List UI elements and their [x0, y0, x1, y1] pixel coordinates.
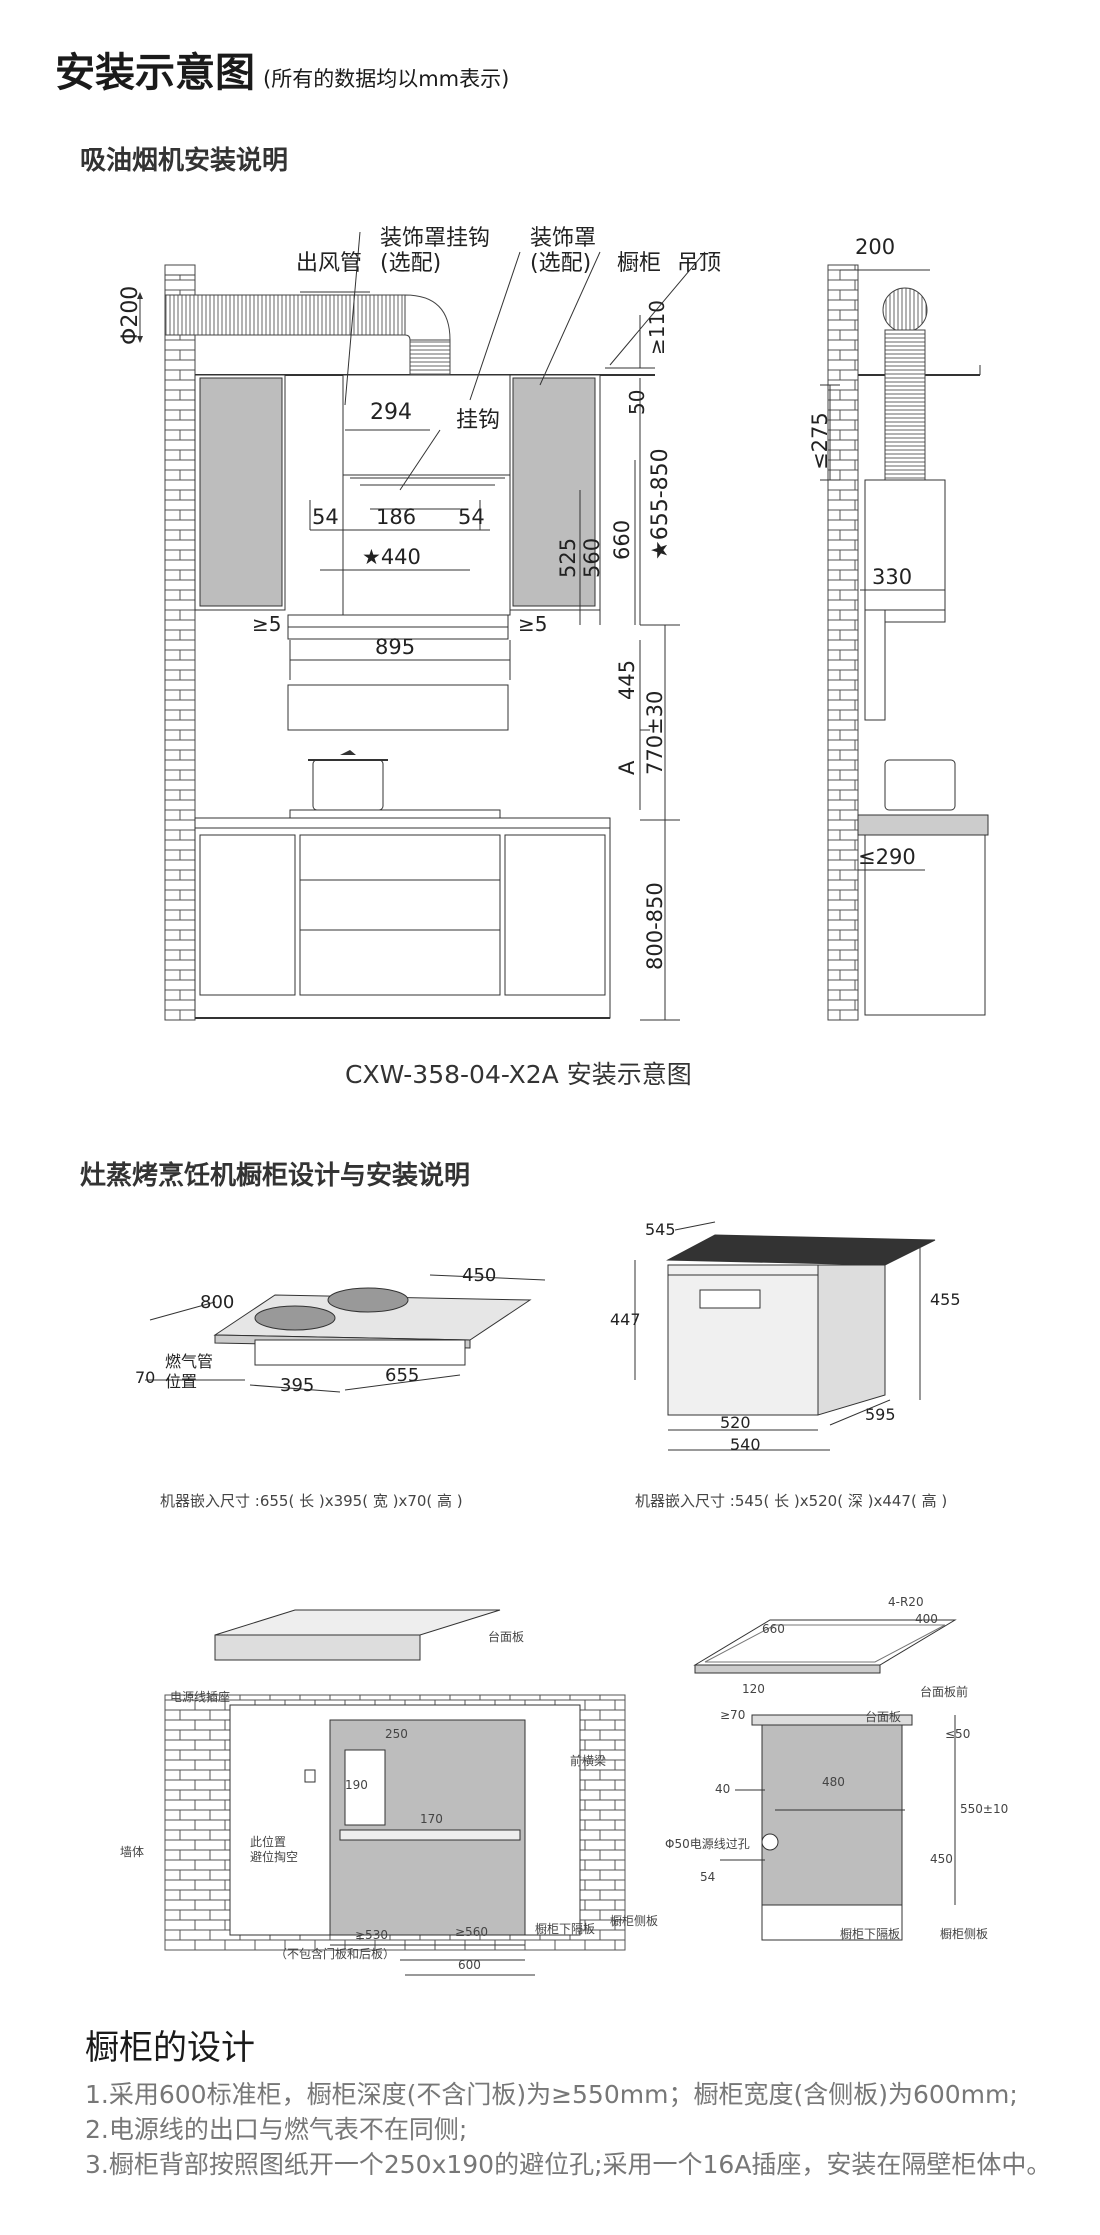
install-r-450: 450	[930, 1852, 953, 1866]
oven-dim-540: 540	[730, 1435, 761, 1454]
cabinet-section-heading: 灶蒸烤烹饪机橱柜设计与安装说明	[80, 1161, 471, 1191]
label-cabinet: 橱柜	[617, 251, 662, 276]
hood-caption: CXW-358-04-X2A 安装示意图	[345, 1060, 692, 1089]
dim-770: 770±30	[643, 690, 667, 775]
label-cover: 装饰罩	[530, 226, 597, 251]
install-r-40: 40	[715, 1782, 731, 1796]
design-title: 橱柜的设计	[85, 2028, 255, 2068]
install-r-countertop: 台面板	[865, 1710, 902, 1724]
dim-50: 50	[625, 389, 649, 415]
cooktop-dim-395: 395	[280, 1375, 315, 1396]
dim-ge5-left: ≥5	[252, 612, 282, 636]
dim-110: ≥110	[645, 300, 669, 355]
dim-54-left: 54	[312, 505, 339, 529]
dim-525: 525	[556, 537, 580, 578]
install-note: （不包含门板和后板）	[275, 1947, 396, 1961]
dim-A: A	[615, 760, 639, 775]
install-r-r20: 4-R20	[888, 1595, 924, 1609]
cooktop-gas-label-2: 位置	[165, 1372, 198, 1391]
oven-dim-595: 595	[865, 1405, 896, 1424]
dim-655-850: ★655-850	[648, 448, 673, 560]
install-r-side-panel: 橱柜侧板	[940, 1927, 989, 1941]
install-side-panel: 橱柜侧板	[610, 1914, 659, 1928]
label-hook: 挂钩	[456, 408, 501, 433]
install-r-120: 120	[742, 1682, 765, 1696]
install-dim-560: ≥560	[455, 1925, 488, 1939]
cooktop-dim-655: 655	[385, 1365, 420, 1386]
cooktop-gas-label: 燃气管	[165, 1352, 214, 1371]
design-note-1: 1.采用600标准柜，橱柜深度(不含门板)为≥550mm；橱柜宽度(含侧板)为6…	[85, 2080, 1018, 2109]
install-r-divider: 橱柜下隔板	[840, 1927, 901, 1941]
install-r-550: 550±10	[960, 1802, 1009, 1816]
dim-660: 660	[610, 519, 634, 560]
install-dim-170: 170	[420, 1812, 443, 1826]
install-r-front: 台面板前	[920, 1685, 969, 1699]
dim-186: 186	[376, 505, 417, 529]
dim-895: 895	[375, 635, 416, 659]
oven-dim-520: 520	[720, 1413, 751, 1432]
install-avoid: 此位置	[250, 1835, 287, 1849]
install-r-le50: ≤50	[945, 1727, 971, 1741]
dim-ge5-right: ≥5	[518, 612, 548, 636]
cooktop-dim-450: 450	[462, 1265, 497, 1286]
label-cover-optional: (选配)	[530, 251, 592, 276]
install-dim-190: 190	[345, 1778, 368, 1792]
dim-445: 445	[615, 659, 639, 700]
side-dim-275: ≤275	[808, 412, 832, 470]
design-note-3: 3.橱柜背部按照图纸开一个250x190的避位孔;采用一个16A插座，安装在隔壁…	[85, 2150, 1052, 2179]
install-wall: 墙体	[120, 1845, 145, 1859]
install-dim-530: ≥530	[355, 1928, 388, 1942]
hood-install-diagram	[137, 231, 989, 1021]
install-r-480: 480	[822, 1775, 845, 1789]
oven-dim-455: 455	[930, 1290, 961, 1309]
install-dim-250: 250	[385, 1727, 408, 1741]
oven-spec: 机器嵌入尺寸 :545( 长 )x520( 深 )x447( 高 )	[635, 1492, 948, 1510]
cabinet-diagrams	[145, 1221, 957, 1976]
oven-dim-447: 447	[610, 1310, 641, 1329]
label-cover-hook: 装饰罩挂钩	[380, 226, 491, 251]
cooktop-spec: 机器嵌入尺寸 :655( 长 )x395( 宽 )x70( 高 )	[160, 1492, 463, 1510]
install-r-660: 660	[762, 1622, 785, 1636]
design-note-2: 2.电源线的出口与燃气表不在同侧;	[85, 2115, 468, 2144]
side-dim-290: ≤290	[858, 845, 916, 869]
page-subtitle: (所有的数据均以mm表示)	[263, 67, 510, 91]
dim-440: ★440	[362, 545, 421, 569]
cooktop-dim-70: 70	[135, 1368, 156, 1387]
label-cover-hook-optional: (选配)	[380, 251, 442, 276]
install-avoid-2: 避位掏空	[250, 1850, 299, 1864]
dim-560: 560	[580, 537, 604, 578]
hood-section-heading: 吸油烟机安装说明	[80, 146, 289, 176]
install-dim-600: 600	[458, 1958, 481, 1972]
cooktop-dim-800: 800	[200, 1292, 235, 1313]
page-title-text: 安装示意图	[55, 50, 255, 96]
oven-dim-545: 545	[645, 1220, 676, 1239]
label-ceiling: 吊顶	[677, 251, 722, 276]
install-r-hole: Φ50电源线过孔	[665, 1837, 750, 1851]
install-socket: 电源线插座	[170, 1690, 231, 1704]
install-countertop: 台面板	[488, 1630, 525, 1644]
page-title: 安装示意图 (所有的数据均以mm表示)	[55, 40, 509, 98]
dim-phi200: Φ200	[118, 285, 143, 345]
dim-294: 294	[370, 400, 412, 425]
install-front-beam: 前横梁	[570, 1754, 607, 1768]
side-dim-330: 330	[872, 565, 913, 589]
install-r-ge70: ≥70	[720, 1708, 746, 1722]
dim-800-850: 800-850	[643, 882, 667, 970]
side-dim-200: 200	[855, 235, 896, 259]
install-r-400: 400	[915, 1612, 938, 1626]
label-duct: 出风管	[296, 251, 363, 276]
install-divider: 橱柜下隔板	[535, 1922, 596, 1936]
install-r-54: 54	[700, 1870, 716, 1884]
dim-54-right: 54	[458, 505, 485, 529]
